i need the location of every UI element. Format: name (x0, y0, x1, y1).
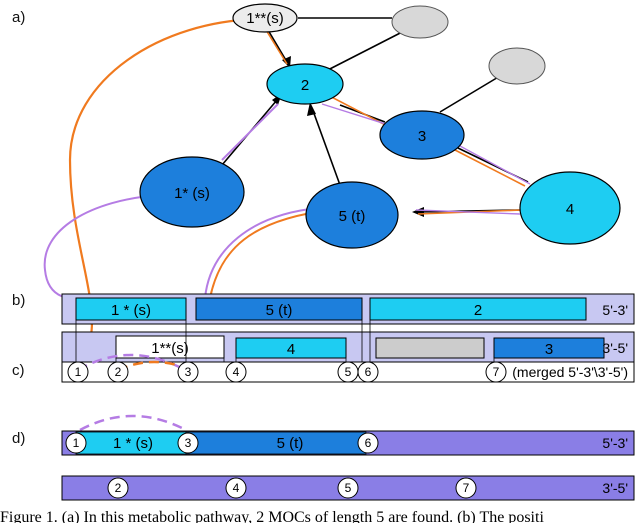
block-b-2 (369, 297, 587, 321)
panel-c-note: (merged 5'-3'\3'-5') (512, 364, 628, 380)
circle-d-6 (357, 432, 379, 454)
circle-c-2-label: 2 (115, 365, 122, 379)
circle-c-6 (357, 361, 379, 383)
orange-path-segments (265, 29, 526, 215)
block-b-5t (195, 297, 363, 321)
node-3 (379, 110, 465, 160)
node-3-label: 3 (418, 128, 426, 145)
track-d-bottom-end-label: 3'-5' (602, 480, 628, 496)
block-b-grey (375, 337, 485, 359)
track-b-top-end-label: 5'-3' (602, 302, 628, 318)
circle-d-5 (337, 477, 359, 499)
circle-c-7-label: 7 (493, 365, 500, 379)
node-1s (139, 156, 245, 228)
track-d-top-end-label: 5'-3' (602, 435, 628, 451)
circle-c-6-label: 6 (365, 365, 372, 379)
node-5t-label: 5 (t) (339, 208, 366, 225)
panel-c: 1 2 3 4 5 6 7 (merged 5'-3'\3'-5') (61, 353, 635, 383)
block-b-1ss-label: 1**(s) (151, 340, 189, 357)
circle-c-7 (485, 361, 507, 383)
block-b-2-label: 2 (474, 302, 482, 319)
connector-lines (75, 320, 495, 362)
circle-d-1-label: 1 (73, 436, 80, 450)
edge-5-2 (311, 107, 341, 186)
graph-panel: 1**(s) 2 3 1* (s) 5 (t) 4 (43, 3, 621, 341)
node-grey-right (488, 47, 546, 85)
block-b-1s (75, 297, 187, 321)
node-2 (266, 63, 344, 105)
panel-label-a: a) (12, 9, 25, 26)
circle-c-1 (67, 361, 89, 383)
circle-c-4 (225, 361, 247, 383)
circle-d-3 (177, 432, 199, 454)
panel-label-c: c) (12, 362, 25, 379)
orange-path-5 (209, 209, 331, 299)
block-b-3 (493, 337, 605, 359)
circle-d-2 (107, 477, 129, 499)
purple-path-1s-2 (221, 103, 279, 161)
block-b-5t-label: 5 (t) (266, 302, 293, 319)
node-grey-top (391, 5, 449, 39)
circle-d-4 (225, 477, 247, 499)
circle-d-1 (65, 432, 87, 454)
arrowhead-5-2 (307, 102, 316, 116)
panel-label-b: b) (12, 292, 25, 309)
circle-d-6-label: 6 (365, 436, 372, 450)
circle-c-3-label: 3 (185, 365, 192, 379)
node-1ss (232, 3, 298, 33)
block-b-4 (235, 337, 347, 359)
circle-d-7-label: 7 (463, 481, 470, 495)
circle-c-3 (177, 361, 199, 383)
circle-c-2 (107, 361, 129, 383)
circle-d-5-label: 5 (345, 481, 352, 495)
purple-path-1s (43, 194, 161, 301)
block-b-1s-label: 1 * (s) (111, 302, 151, 319)
panel-label-d: d) (12, 430, 25, 447)
panel-b: 1 * (s) 5 (t) 2 5'-3' 1**(s) 4 3 3'-5' (61, 293, 635, 363)
node-5t (305, 181, 399, 249)
circle-d-3-label: 3 (185, 436, 192, 450)
node-2-label: 2 (301, 77, 309, 94)
track-b-bottom-end-label: 3'-5' (602, 340, 628, 356)
circle-d-7 (455, 477, 477, 499)
arrowhead-4-5 (412, 207, 424, 217)
edge-1ss-2 (267, 29, 288, 63)
block-b-4-label: 4 (287, 341, 295, 358)
node-4 (519, 171, 621, 245)
block-b-3-label: 3 (545, 341, 553, 358)
purple-path-5 (204, 207, 319, 299)
edge-3-grey (439, 75, 501, 113)
block-d-1s-label: 1 * (s) (113, 435, 153, 452)
panel-d: 1 * (s) 5 (t) 1 3 6 5'-3' 2 4 5 7 3'-5' (61, 414, 635, 501)
orange-path-1ss (68, 17, 263, 341)
circle-d-2-label: 2 (115, 481, 122, 495)
node-4-label: 4 (566, 201, 574, 218)
circle-c-1-label: 1 (75, 365, 82, 379)
node-1s-label: 1* (s) (174, 185, 210, 202)
circle-d-4-label: 4 (233, 481, 240, 495)
node-1ss-label: 1**(s) (246, 10, 284, 27)
block-b-1ss (115, 335, 225, 359)
circle-c-4-label: 4 (233, 365, 240, 379)
circle-c-5-label: 5 (345, 365, 352, 379)
figure-caption: Figure 1. (a) In this metabolic pathway,… (0, 509, 544, 523)
purple-path-segments (321, 103, 531, 215)
edge-2-grey (319, 27, 411, 75)
block-d-5t-label: 5 (t) (277, 435, 304, 452)
arc-d-purple (79, 414, 187, 432)
